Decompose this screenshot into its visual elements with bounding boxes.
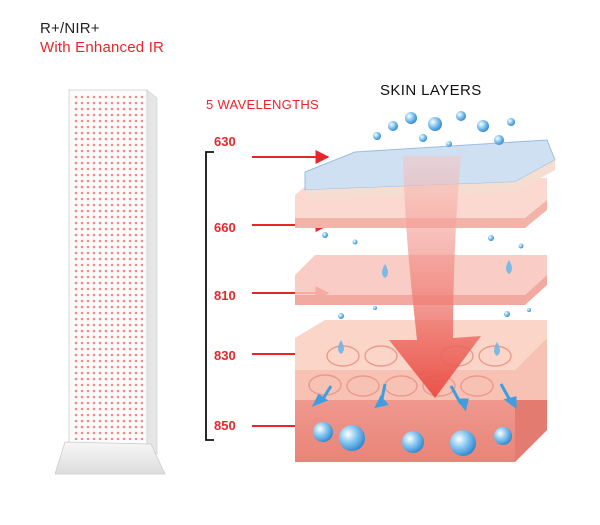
wavelength-810: 810 (214, 288, 236, 303)
wavelengths-heading: 5 WAVELENGTHS (206, 97, 319, 112)
wavelength-830: 830 (214, 348, 236, 363)
skin-layers-heading: SKIN LAYERS (380, 82, 482, 99)
product-subtitle: With Enhanced IR (40, 39, 165, 56)
down-arrow-icon (389, 156, 481, 398)
wavelength-850: 850 (214, 418, 236, 433)
led-panel-device (55, 89, 166, 475)
skin-cross-section (295, 111, 556, 462)
wavelength-660: 660 (214, 220, 236, 235)
wavelength-630: 630 (214, 134, 236, 149)
product-name: R+/NIR+ (40, 20, 100, 37)
